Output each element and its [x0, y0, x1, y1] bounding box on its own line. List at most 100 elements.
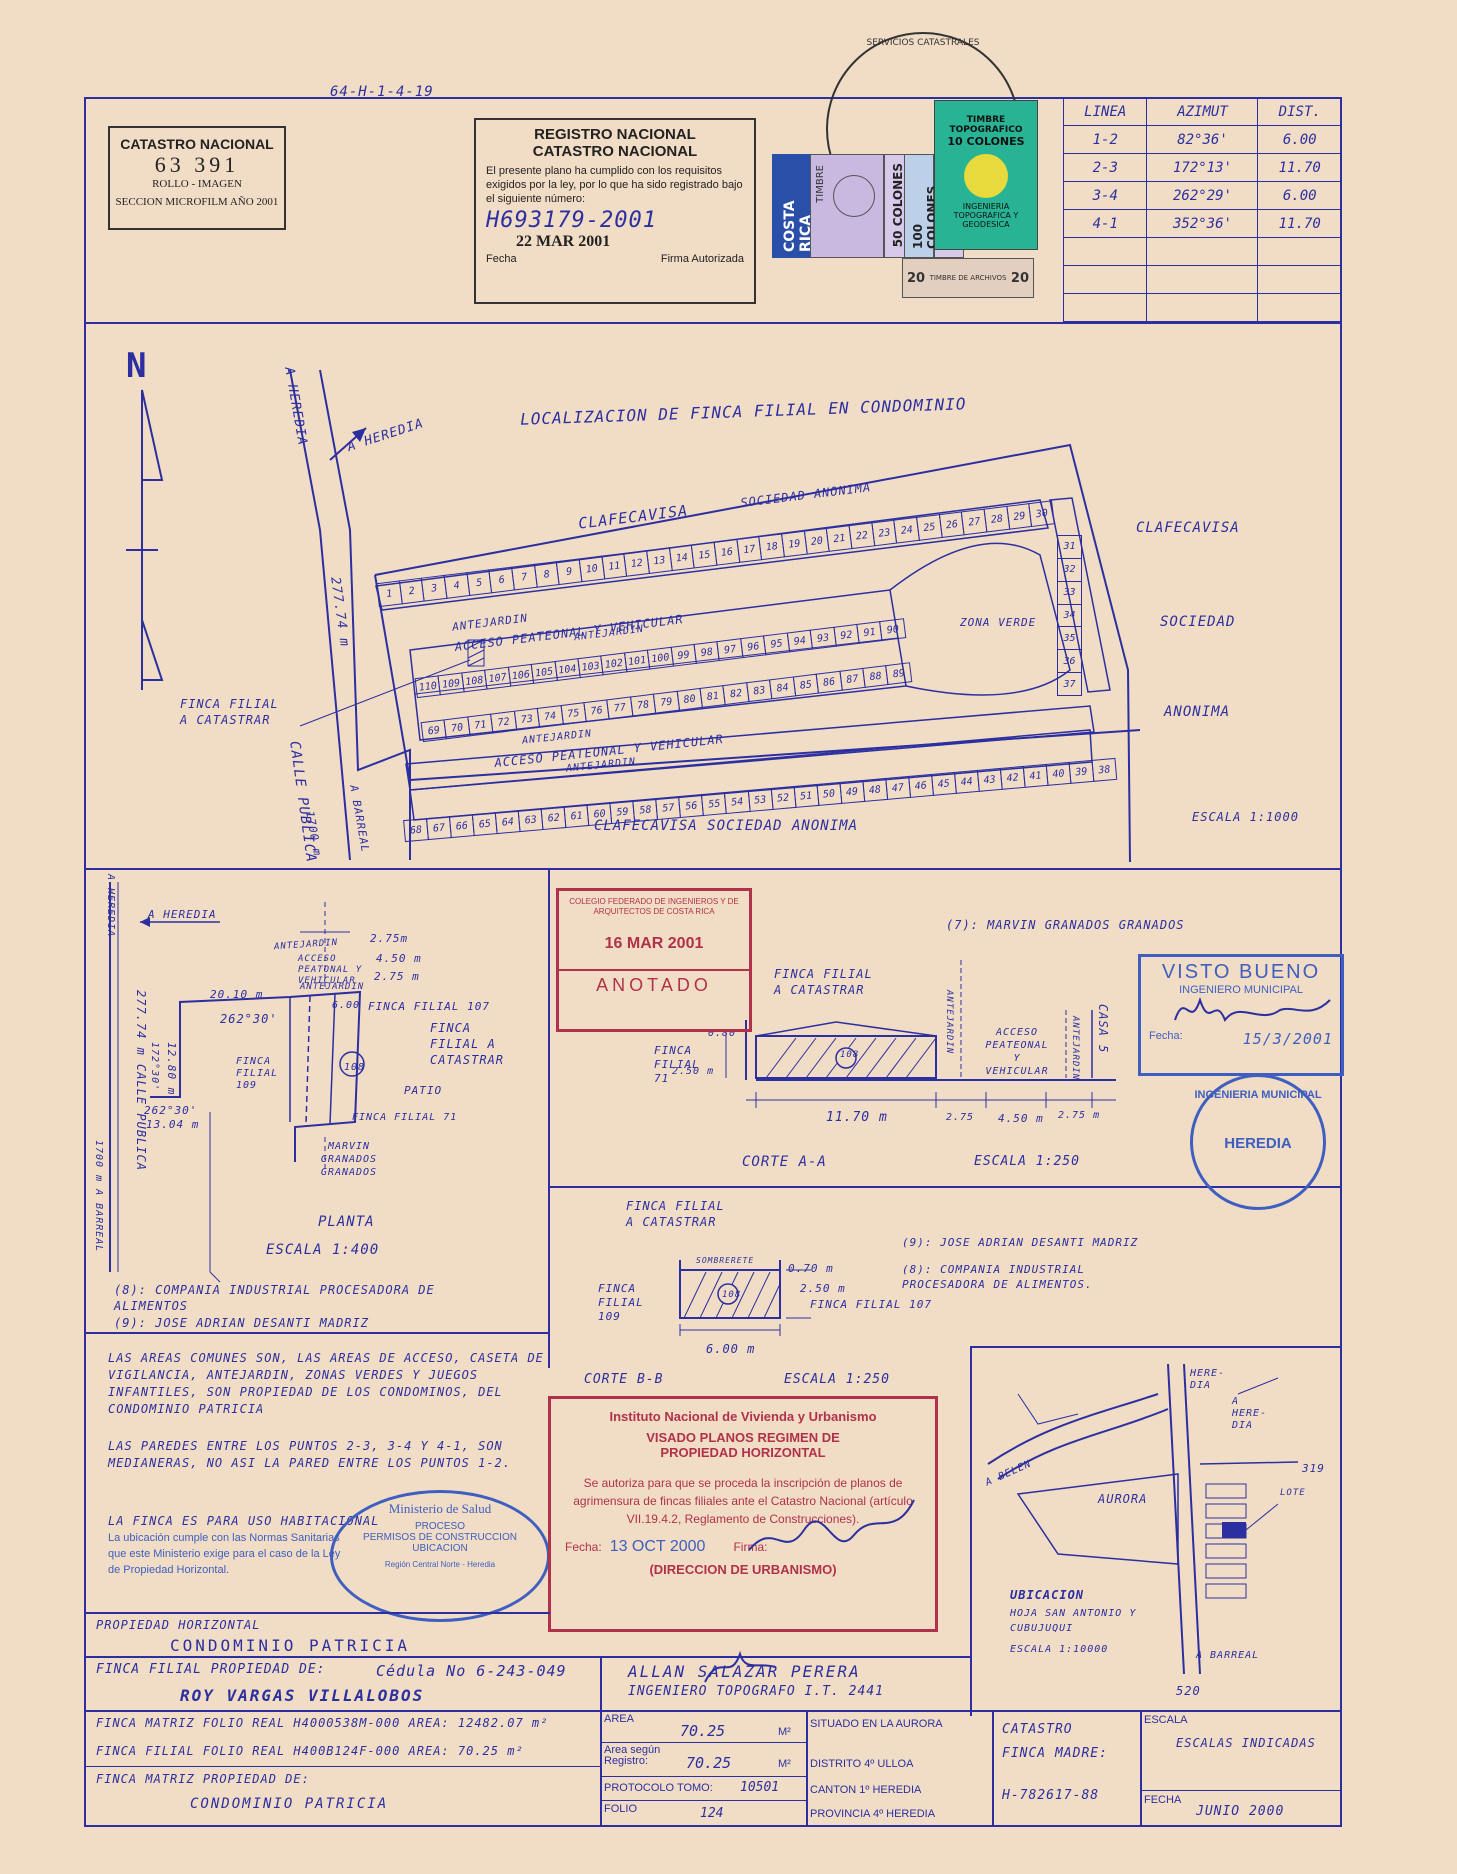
lot-cell: 60: [586, 802, 613, 827]
note-areas-comunes: LAS AREAS COMUNES SON, LAS AREAS DE ACCE…: [108, 1351, 544, 1416]
tb-escala-value: ESCALAS INDICADAS: [1176, 1736, 1316, 1750]
reference-code: 64-H-1-4-19: [330, 84, 434, 100]
lot-cell: 46: [907, 773, 934, 798]
corte-bb-dim-600: 6.00 m: [706, 1342, 756, 1356]
tb-line-6: [600, 1742, 806, 1743]
lot-cell: 67: [426, 816, 452, 841]
corte-aa-antejardin: ANTEJARDIN: [944, 990, 954, 1055]
north-arrow-label: N: [126, 346, 148, 386]
timbre-archivos-stamp: 20 TIMBRE DE ARCHIVOS 20: [902, 258, 1034, 298]
tb-escala-label: ESCALA: [1144, 1714, 1188, 1726]
ubicacion-top: [970, 1346, 1342, 1348]
corte-aa-h-080: 0.80: [708, 1028, 737, 1039]
tb-vline-1: [600, 1656, 602, 1826]
tb-vline-3: [992, 1710, 994, 1826]
label-anonima-right: ANONIMA: [1164, 704, 1231, 720]
plan-divider: [84, 868, 1342, 870]
planta-escala: ESCALA 1:400: [266, 1242, 380, 1258]
label-clafecavisa-right: CLAFECAVISA: [1136, 520, 1240, 536]
tb-area-registro-value: 70.25: [686, 1754, 732, 1772]
tb-line-1: [84, 1612, 550, 1614]
tb-line-4: [84, 1766, 600, 1767]
corte-aa-escala: ESCALA 1:250: [974, 1154, 1080, 1169]
ubicacion-divider: [970, 1346, 972, 1716]
lot-cell: 65: [471, 812, 498, 837]
corte-bb-drawing: [679, 1260, 811, 1336]
tb-propiedad-horizontal: PROPIEDAD HORIZONTAL: [96, 1618, 261, 1632]
corte-aa-antejardin-2: ANTEJARDIN: [1070, 1016, 1080, 1081]
lot-cell: 52: [770, 785, 797, 810]
hundred-colones-stamp: 100 COLONES: [904, 154, 939, 258]
azimuth-header-azimut: AZIMUT: [1146, 97, 1259, 126]
ubicacion-title: UBICACION: [1010, 1588, 1085, 1602]
planta-antejardin-2: ANTEJARDIN: [300, 982, 365, 992]
visto-bueno-signature: [1174, 996, 1331, 1023]
corte-bb-legend-8: (8): COMPANIA INDUSTRIAL PROCESADORA DE …: [902, 1263, 1093, 1291]
corte-aa-acceso: ACCESO PEATEONAL Y VEHICULAR: [985, 1027, 1049, 1077]
label-zona-verde: ZONA VERDE: [960, 616, 1037, 629]
lot-cell: 56: [678, 793, 705, 818]
lot-cell: 54: [724, 789, 751, 814]
ubicacion-520: 520: [1176, 1684, 1201, 1698]
corte-aa-legend-7: (7): MARVIN GRANADOS GRANADOS: [946, 918, 1185, 932]
tb-protocolo-label: PROTOCOLO TOMO:: [604, 1782, 713, 1794]
planta-title: PLANTA: [318, 1214, 375, 1230]
tb-line-2: [84, 1656, 970, 1658]
registro-nacional-stamp: REGISTRO NACIONAL CATASTRO NACIONAL El p…: [474, 118, 756, 304]
planta-azimuth-3: 262°30': [144, 1104, 198, 1117]
lot-cell: 30: [1028, 500, 1056, 527]
label-sociedad-right: SOCIEDAD: [1160, 614, 1236, 630]
tb-engineer: ALLAN SALAZAR PERERA: [628, 1662, 861, 1681]
notes-divider: [84, 1332, 550, 1334]
corte-divider: [548, 1186, 1342, 1188]
tb-area-unit: m²: [778, 1726, 791, 1738]
lot-cell: 32: [1057, 557, 1082, 582]
tb-vline-4: [1140, 1710, 1142, 1826]
planta-length-1304: 13.04 m: [146, 1118, 200, 1131]
azimuth-header-linea: LINEA: [1062, 97, 1148, 126]
lot-cell: 38: [1091, 757, 1118, 782]
condominium-layout: [289, 369, 1141, 863]
corte-aa-dim-275b: 2.75 m: [1058, 1110, 1101, 1121]
lot-cell: 34: [1057, 603, 1082, 628]
ubicacion-here-dia-1: HERE-DIA: [1190, 1368, 1226, 1391]
lot-cell: 51: [793, 783, 820, 808]
lot-cell: 47: [884, 775, 911, 800]
corte-bb-h-070: 0.70 m: [788, 1262, 834, 1275]
label-escala-1000: ESCALA 1:1000: [1192, 810, 1299, 824]
tb-fecha-label: FECHA: [1144, 1794, 1182, 1806]
corte-aa-lot-108: 108: [840, 1050, 860, 1060]
timbre-emblem-icon: [833, 175, 875, 217]
tb-line-3: [84, 1710, 1342, 1712]
tb-area-value: 70.25: [680, 1722, 726, 1740]
planta-legend-9: (9): JOSE ADRIAN DESANTI MADRIZ: [114, 1316, 369, 1330]
lot-cell: 43: [976, 767, 1003, 792]
lot-cell: 45: [930, 771, 957, 796]
lot-cell: 39: [1068, 759, 1095, 784]
tb-line-7: [600, 1776, 806, 1777]
planta-lot-108: 108: [344, 1062, 366, 1073]
corte-aa-finca-filial: FINCA FILIAL A CATASTRAR: [774, 967, 873, 997]
lot-cell: 41: [1022, 763, 1049, 788]
corte-aa-dim-275: 2.75: [946, 1112, 975, 1123]
tb-line-5: [1140, 1790, 1342, 1791]
tb-folio-label: FOLIO: [604, 1803, 638, 1815]
tb-area-registro-label: Area según Registro:: [604, 1744, 661, 1767]
lot-cell: 48: [861, 777, 888, 802]
ingenieria-municipal-seal: INGENIERIA MUNICIPAL HEREDIA: [1190, 1074, 1326, 1210]
lot-cell: 62: [540, 806, 567, 831]
corte-bb-finca-109: FINCA FILIAL 109: [598, 1282, 644, 1323]
invu-visado-stamp: Instituto Nacional de Vivienda y Urbanis…: [548, 1396, 938, 1632]
table-row: [1062, 293, 1342, 322]
label-finca-filial-a-catastrar: FINCA FILIAL A CATASTRAR: [180, 697, 279, 727]
lot-cell: 66: [449, 814, 475, 839]
lot-cell: 42: [999, 765, 1026, 790]
lot-cell: 61: [563, 804, 590, 829]
planta-azimuth-1: 262°30': [220, 1012, 278, 1026]
north-arrow-icon: [126, 389, 164, 690]
lot-cell: 31: [1057, 535, 1082, 559]
ubicacion-lote: LOTE: [1280, 1488, 1306, 1498]
corte-aa-drawing: [725, 960, 1116, 1108]
